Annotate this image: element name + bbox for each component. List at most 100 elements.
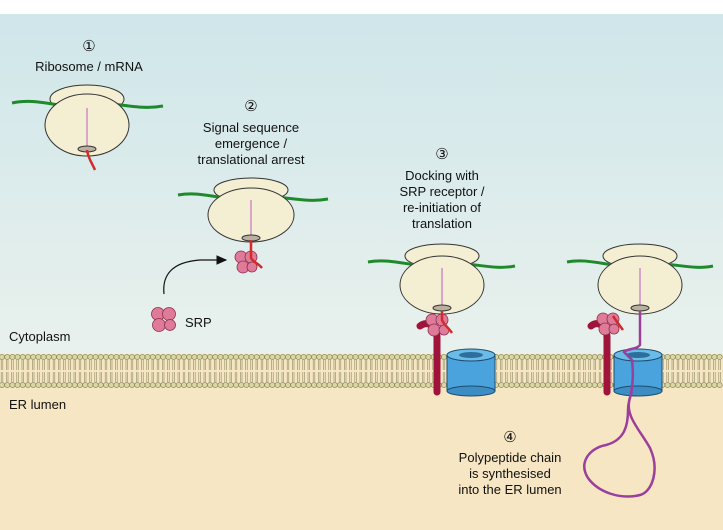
lipid-head — [259, 354, 265, 360]
lipid-tail — [177, 360, 180, 370]
lipid-head — [706, 354, 713, 360]
lipid-tail — [21, 360, 24, 370]
lipid-tail — [359, 372, 362, 382]
lipid-tail — [47, 360, 50, 370]
lipid-tail — [520, 360, 524, 370]
signal-sequence — [611, 315, 625, 331]
lipid-head — [534, 382, 541, 388]
lipid-tail — [193, 372, 196, 382]
lipid-tail — [375, 372, 378, 382]
lipid-head — [103, 354, 109, 360]
lipid-head — [290, 382, 297, 388]
srp-label: SRP — [185, 315, 212, 330]
lipid-tail — [578, 372, 581, 382]
lipid-head — [123, 354, 130, 360]
lipid-tail — [546, 372, 550, 382]
lipid-head — [77, 354, 83, 360]
lipid-head — [285, 382, 291, 388]
lipid-tail — [557, 372, 560, 382]
lipid-tail — [333, 372, 336, 382]
lipid-head — [695, 382, 702, 388]
lipid-tail — [411, 360, 414, 370]
signal-sequence — [249, 240, 263, 269]
lipid-head — [4, 382, 11, 388]
lipid-head — [571, 354, 577, 360]
lipid-tail — [115, 360, 118, 370]
lipid-tail — [240, 360, 243, 370]
lipid-tail — [281, 360, 284, 370]
lipid-head — [389, 382, 395, 388]
lipid-head — [253, 354, 260, 360]
lipid-head — [383, 354, 390, 360]
lipid-head — [716, 354, 723, 360]
lipid-tail — [666, 360, 669, 370]
lipid-head — [695, 354, 702, 360]
lipid-tail — [702, 360, 706, 370]
lipid-tail — [442, 360, 446, 370]
lipid-head — [560, 354, 567, 360]
lipid-tail — [349, 372, 352, 382]
step-3-label-line: SRP receptor / — [399, 184, 485, 199]
lipid-head — [61, 382, 68, 388]
lipid-head — [123, 382, 130, 388]
lipid-head — [248, 382, 255, 388]
lipid-head — [591, 354, 598, 360]
lipid-head — [409, 354, 416, 360]
lipid-tail — [344, 372, 347, 382]
lipid-head — [503, 382, 510, 388]
lipid-head — [186, 354, 193, 360]
lipid-head — [352, 382, 359, 388]
lipid-tail — [505, 360, 508, 370]
lipid-tail — [250, 360, 253, 370]
lipid-tail — [73, 360, 76, 370]
lipid-head — [14, 382, 21, 388]
lipid-tail — [84, 372, 87, 382]
ribosome-step2 — [177, 177, 329, 274]
lipid-tail — [260, 360, 264, 370]
lipid-tail — [193, 360, 196, 370]
lipid-tail — [422, 372, 425, 382]
lipid-head — [539, 382, 546, 388]
lipid-head — [441, 354, 447, 360]
lipid-head — [279, 354, 286, 360]
lipid-tail — [266, 360, 269, 370]
lipid-tail — [588, 360, 591, 370]
lipid-tail — [515, 360, 518, 370]
lipid-tail — [286, 372, 290, 382]
lipid-tail — [333, 360, 336, 370]
lipid-tail — [671, 372, 674, 382]
lipid-tail — [94, 360, 97, 370]
lipid-head — [264, 382, 271, 388]
lipid-head — [212, 354, 219, 360]
lipid-tail — [32, 372, 35, 382]
lipid-head — [108, 354, 115, 360]
cytoplasm-label: Cytoplasm — [9, 329, 71, 344]
lipid-tail — [78, 372, 82, 382]
lipid-head — [555, 354, 562, 360]
lipid-tail — [359, 360, 362, 370]
lipid-head — [571, 382, 577, 388]
lipid-tail — [682, 360, 685, 370]
step-1-number: ① — [82, 38, 96, 55]
step-2-label-line: translational arrest — [197, 152, 305, 167]
lipid-tail — [500, 360, 503, 370]
lipid-head — [357, 354, 364, 360]
lipid-tail — [151, 360, 154, 370]
lipid-tail — [505, 372, 508, 382]
lipid-tail — [68, 360, 71, 370]
lipid-tail — [234, 372, 238, 382]
lipid-head — [222, 354, 229, 360]
lipid-tail — [188, 372, 191, 382]
tunnel-exit — [630, 304, 650, 312]
lipid-tail — [536, 360, 539, 370]
lipid-head — [300, 382, 307, 388]
lipid-tail — [676, 372, 680, 382]
lipid-head — [66, 354, 73, 360]
lipid-head — [576, 354, 583, 360]
lipid-head — [77, 382, 83, 388]
lipid-tail — [219, 360, 222, 370]
lipid-tail — [536, 372, 539, 382]
lipid-head — [191, 354, 198, 360]
lipid-head — [300, 354, 307, 360]
lipid-tail — [89, 372, 92, 382]
